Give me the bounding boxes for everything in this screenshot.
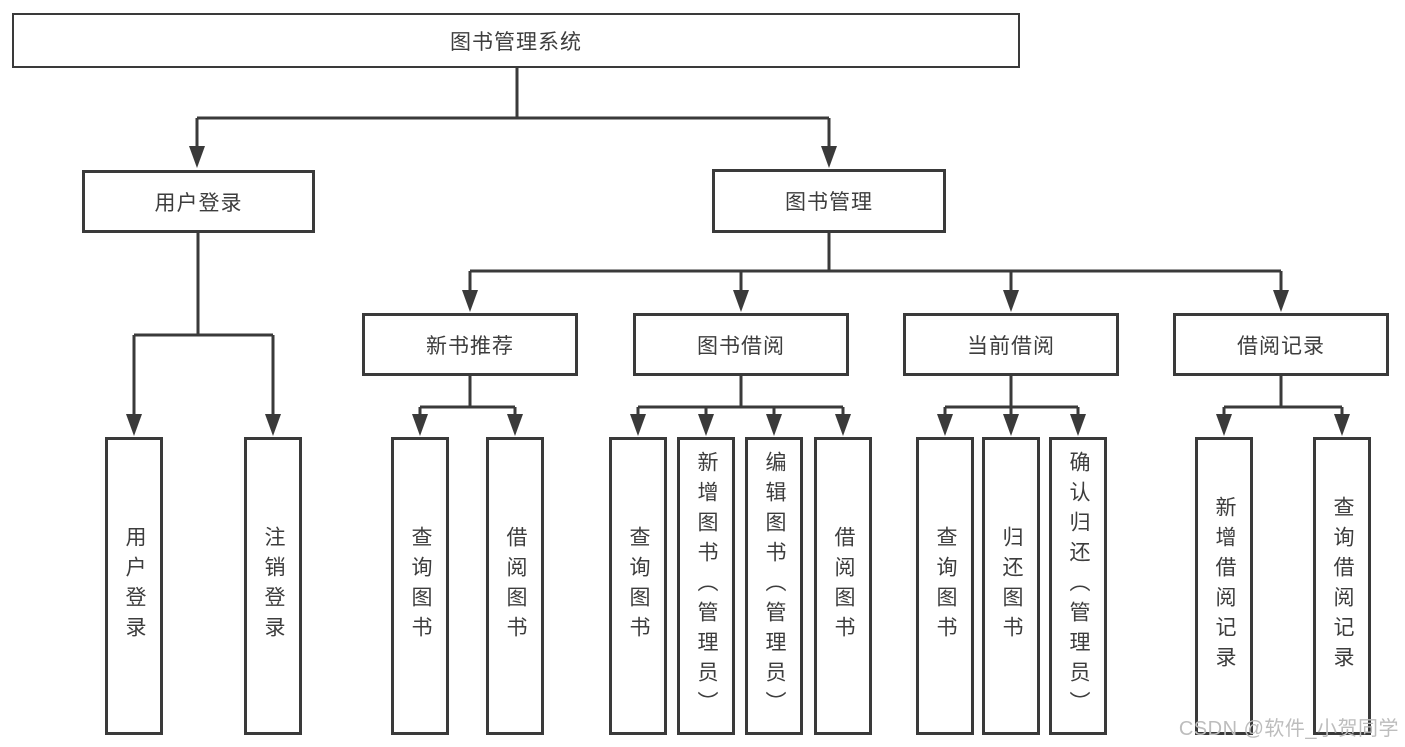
connector-new-book-branch xyxy=(412,376,523,436)
node-book-borrow: 图书借阅 xyxy=(633,313,849,376)
leaf-logout: 注销登录 xyxy=(244,437,302,735)
node-new-book-recommend: 新书推荐 xyxy=(362,313,578,376)
node-root-system: 图书管理系统 xyxy=(12,13,1020,68)
connector-current-borrow-branch xyxy=(937,376,1086,436)
leaf-borrow-query-books: 查询图书 xyxy=(609,437,667,735)
node-borrow-records: 借阅记录 xyxy=(1173,313,1389,376)
leaf-current-confirm-return-admin: 确认归还（管理员） xyxy=(1049,437,1107,735)
connector-user-login-branch xyxy=(126,233,281,436)
leaf-records-add-record: 新增借阅记录 xyxy=(1195,437,1253,735)
node-current-borrow: 当前借阅 xyxy=(903,313,1119,376)
leaf-newbook-query-books: 查询图书 xyxy=(391,437,449,735)
leaf-borrow-edit-books-admin: 编辑图书（管理员） xyxy=(745,437,803,735)
leaf-newbook-borrow-books: 借阅图书 xyxy=(486,437,544,735)
leaf-current-return-books: 归还图书 xyxy=(982,437,1040,735)
connector-root-to-level2 xyxy=(189,68,837,168)
connector-records-branch xyxy=(1216,376,1350,436)
leaf-borrow-borrow-books: 借阅图书 xyxy=(814,437,872,735)
leaf-records-query-record: 查询借阅记录 xyxy=(1313,437,1371,735)
node-user-login: 用户登录 xyxy=(82,170,315,233)
leaf-user-login: 用户登录 xyxy=(105,437,163,735)
connector-book-management-branch xyxy=(462,233,1289,312)
leaf-current-query-books: 查询图书 xyxy=(916,437,974,735)
leaf-borrow-add-books-admin: 新增图书（管理员） xyxy=(677,437,735,735)
connector-book-borrow-branch xyxy=(630,376,851,436)
csdn-watermark: CSDN @软件_小贺同学 xyxy=(1178,718,1399,740)
node-book-management: 图书管理 xyxy=(712,169,946,233)
